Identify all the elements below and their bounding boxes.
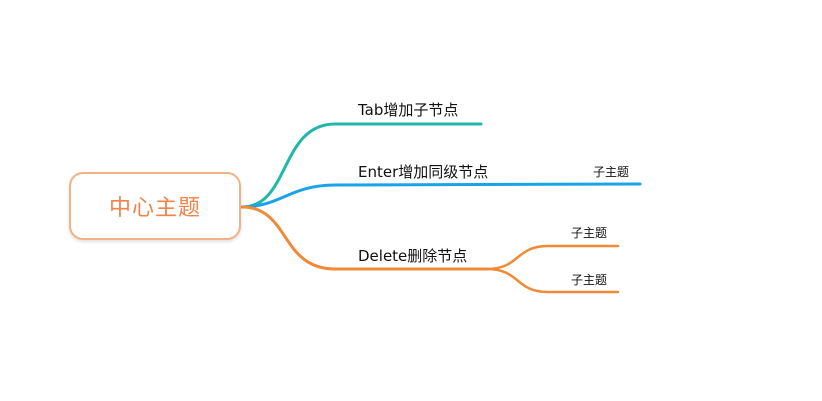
node-delete-subtopic-2[interactable]: 子主题 — [571, 273, 608, 287]
node-enter-subtopic[interactable]: 子主题 — [593, 165, 630, 179]
connector-branch-delete — [240, 205, 489, 271]
connector-branch-enter — [240, 182, 642, 209]
connector-branch-tab — [240, 122, 483, 209]
node-tab-add-child[interactable]: Tab增加子节点 — [358, 101, 459, 119]
central-topic-node[interactable]: 中心主题 — [69, 172, 241, 240]
connector-delete-child-1 — [485, 244, 620, 271]
central-topic-label: 中心主题 — [108, 196, 201, 221]
node-delete-subtopic-1[interactable]: 子主题 — [571, 226, 608, 240]
node-enter-add-sibling[interactable]: Enter增加同级节点 — [358, 163, 489, 181]
node-delete-node[interactable]: Delete删除节点 — [358, 247, 468, 265]
connector-delete-child-2 — [485, 267, 620, 294]
